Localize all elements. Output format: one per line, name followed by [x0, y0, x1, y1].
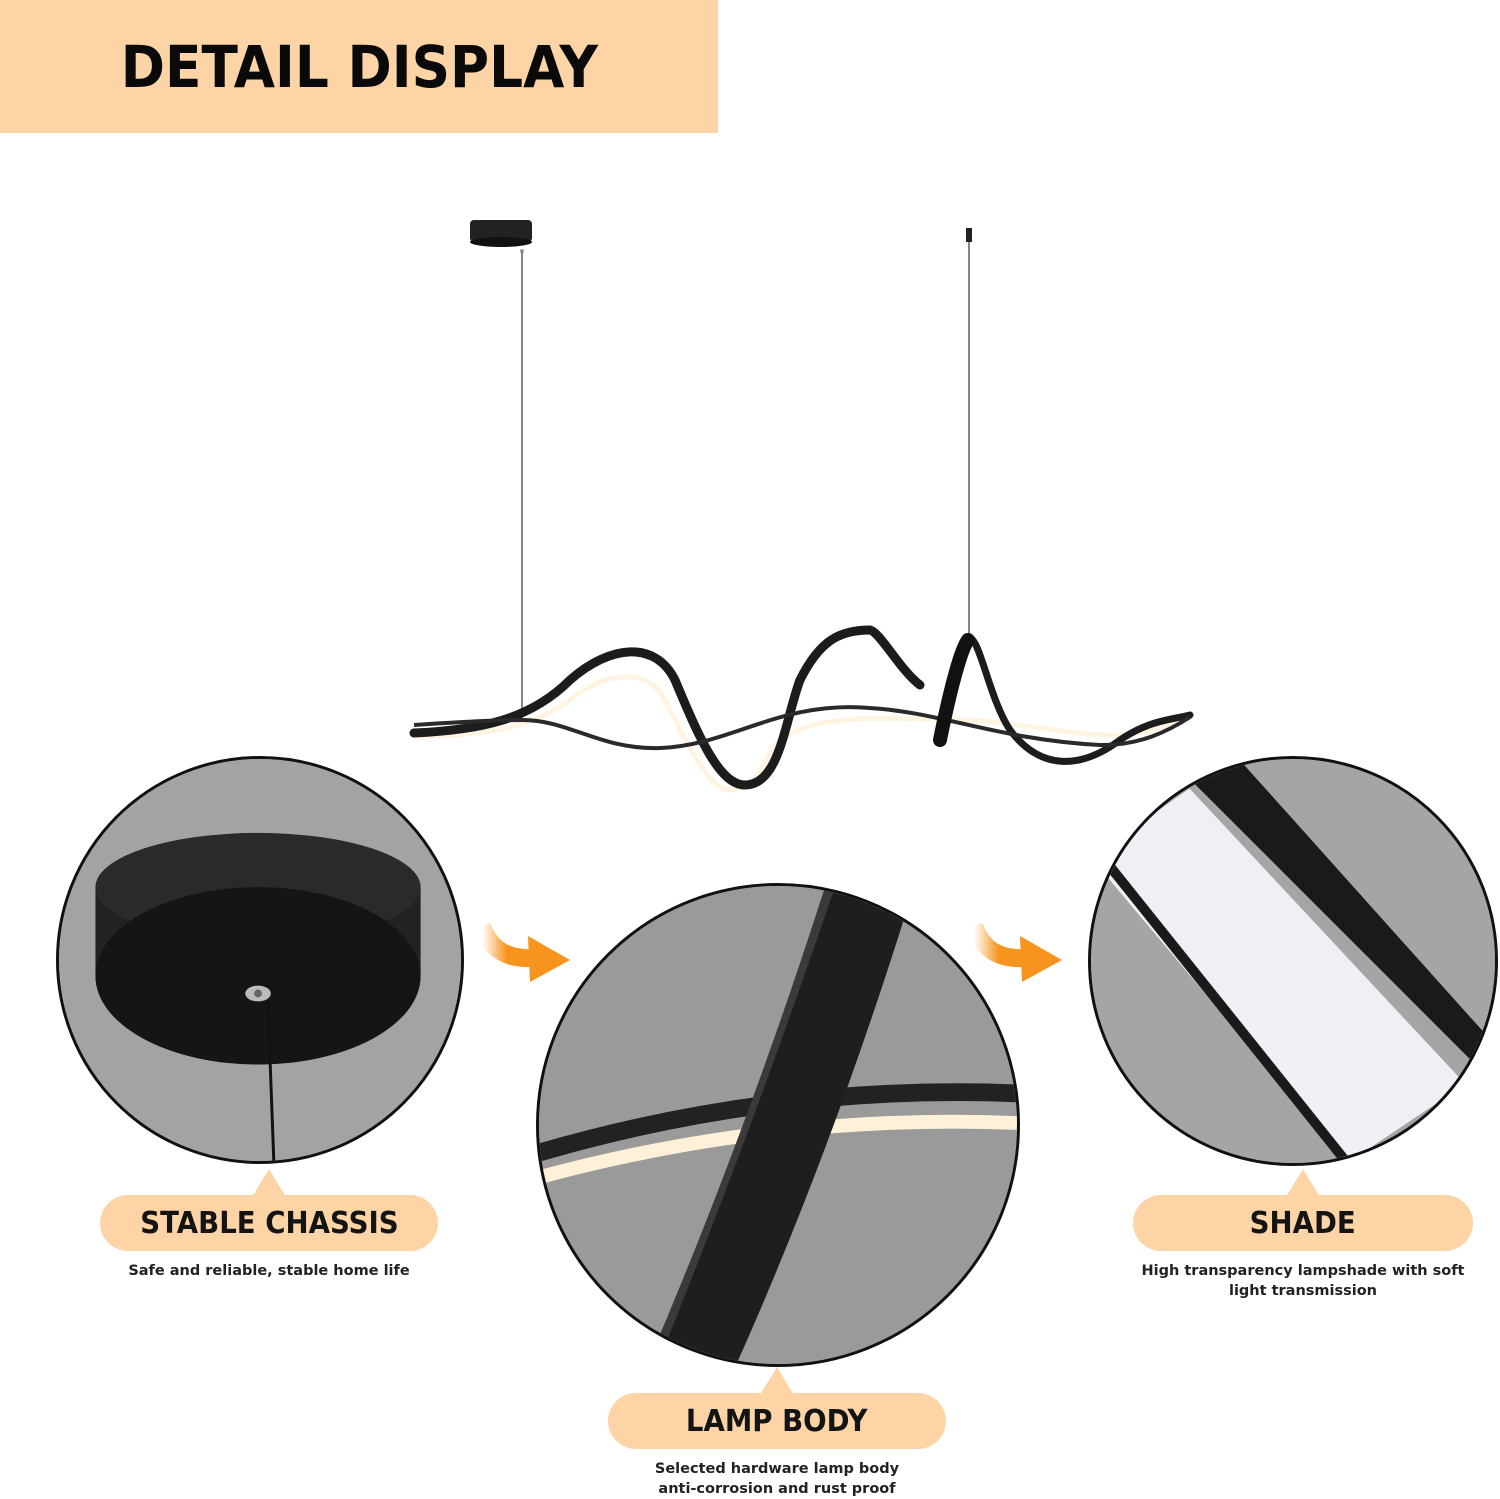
- feature-label: STABLE CHASSIS: [139, 1205, 399, 1241]
- lamp-body-closeup-image: [536, 883, 1020, 1367]
- page-title: DETAIL DISPLAY: [120, 32, 598, 101]
- label-pill: SHADE: [1133, 1195, 1473, 1251]
- feature-label: SHADE: [1249, 1205, 1357, 1241]
- label-pill: LAMP BODY: [608, 1393, 946, 1449]
- lampshade-icon: [1091, 759, 1495, 1163]
- feature-description: High transparency lampshade with soft li…: [1141, 1263, 1465, 1299]
- feature-description: Selected hardware lamp body anti-corrosi…: [654, 1461, 900, 1497]
- feature-description: Safe and reliable, stable home life: [128, 1263, 410, 1279]
- ceiling-canopy-icon: [59, 759, 461, 1161]
- lamp-body-icon: [539, 886, 1017, 1364]
- chassis-closeup-image: [56, 756, 464, 1164]
- wave-pendant-lamp-icon: [409, 220, 1194, 793]
- feature-label: LAMP BODY: [686, 1403, 868, 1439]
- shade-closeup-image: [1088, 756, 1498, 1166]
- hero-lamp-image: [400, 200, 1200, 800]
- label-pill: STABLE CHASSIS: [100, 1195, 438, 1251]
- callout-shade: SHADE High transparency lampshade with s…: [1133, 1195, 1473, 1301]
- callout-lamp-body: LAMP BODY Selected hardware lamp body an…: [608, 1393, 946, 1499]
- title-banner: DETAIL DISPLAY: [0, 0, 718, 133]
- callout-stable-chassis: STABLE CHASSIS Safe and reliable, stable…: [100, 1195, 438, 1281]
